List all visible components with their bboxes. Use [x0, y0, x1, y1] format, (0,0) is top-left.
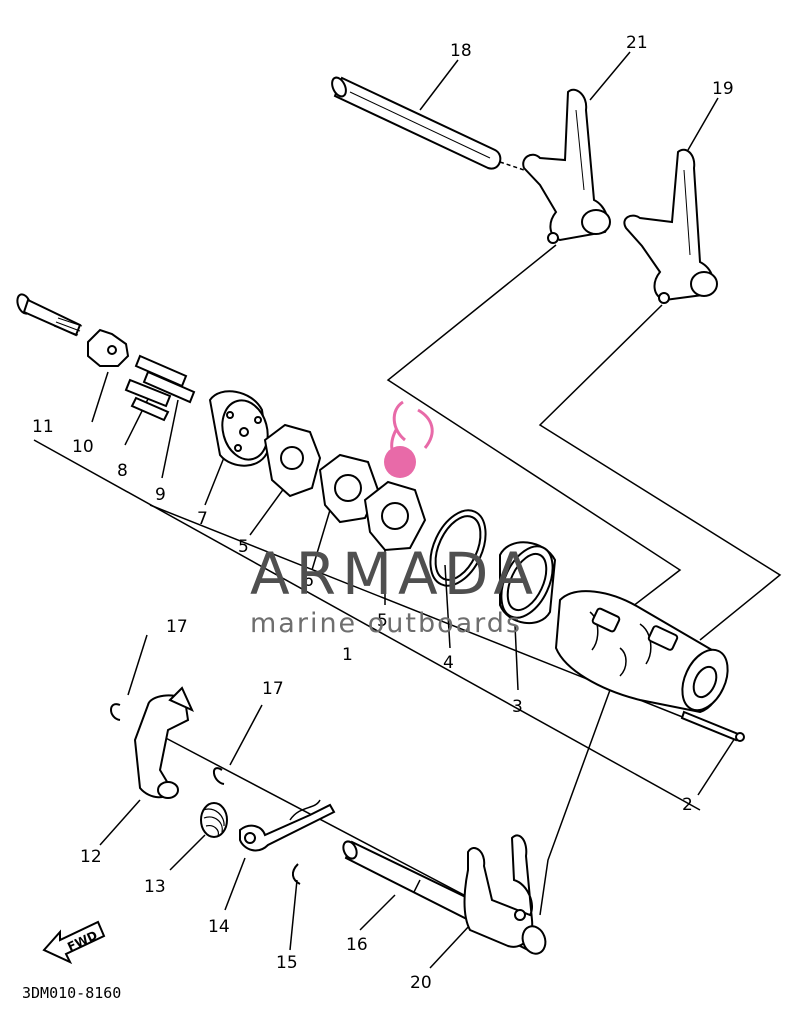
- part-label-5a: 5: [238, 537, 249, 557]
- circlip-17a: [110, 703, 121, 721]
- shift-fork-19: [623, 148, 718, 304]
- circlip: [429, 509, 487, 587]
- part-label-17a: 17: [166, 617, 188, 637]
- bolt: [16, 293, 83, 337]
- part-label-17b: 17: [262, 679, 284, 699]
- shift-fork-21: [522, 88, 611, 244]
- part-label-10: 10: [72, 437, 94, 457]
- drawing-code: 3DM010-8160: [22, 984, 121, 1002]
- part-label-11: 11: [32, 417, 54, 437]
- shift-drum: [554, 590, 729, 714]
- shift-cam: [208, 390, 270, 467]
- part-label-12: 12: [80, 847, 102, 867]
- watermark-logo-icon: [384, 400, 434, 478]
- circlip-15: [292, 863, 301, 885]
- drum-pin: [680, 710, 745, 742]
- part-label-1: 1: [342, 645, 353, 665]
- part-label-14: 14: [208, 917, 230, 937]
- stopper-plate-5b: [363, 480, 427, 552]
- stopper-plate-6: [318, 453, 380, 524]
- part-label-5b: 5: [377, 611, 388, 631]
- circlip-17b: [213, 767, 225, 785]
- part-label-8: 8: [117, 461, 128, 481]
- stopper-lever: [239, 799, 336, 852]
- part-label-20: 20: [410, 973, 432, 993]
- part-label-15: 15: [276, 953, 298, 973]
- part-label-4: 4: [443, 653, 454, 673]
- watermark: ARMADA marine outboards: [250, 540, 539, 639]
- shift-lever: [133, 686, 195, 799]
- stopper-plate-5a: [263, 423, 322, 498]
- bearing: [499, 541, 557, 625]
- return-spring: [200, 802, 228, 838]
- part-label-6: 6: [303, 571, 314, 591]
- part-label-21: 21: [626, 33, 648, 53]
- part-labels: 18 21 19 11 10 8 9 7 5 6 5 1 4 3 2 17 17…: [32, 33, 734, 993]
- part-label-19: 19: [712, 79, 734, 99]
- watermark-brand: ARMADA: [250, 540, 539, 608]
- shift-fork-20: [463, 834, 547, 955]
- segment-plate: [87, 328, 130, 367]
- part-label-18: 18: [450, 41, 472, 61]
- part-label-13: 13: [144, 877, 166, 897]
- part-label-7: 7: [197, 509, 208, 529]
- watermark-tagline: marine outboards: [250, 608, 522, 639]
- part-label-2: 2: [682, 795, 693, 815]
- part-label-3: 3: [512, 697, 523, 717]
- guide-bar-shaft: [331, 76, 502, 170]
- part-label-16: 16: [346, 935, 368, 955]
- part-label-9: 9: [155, 485, 166, 505]
- pins: [124, 354, 196, 422]
